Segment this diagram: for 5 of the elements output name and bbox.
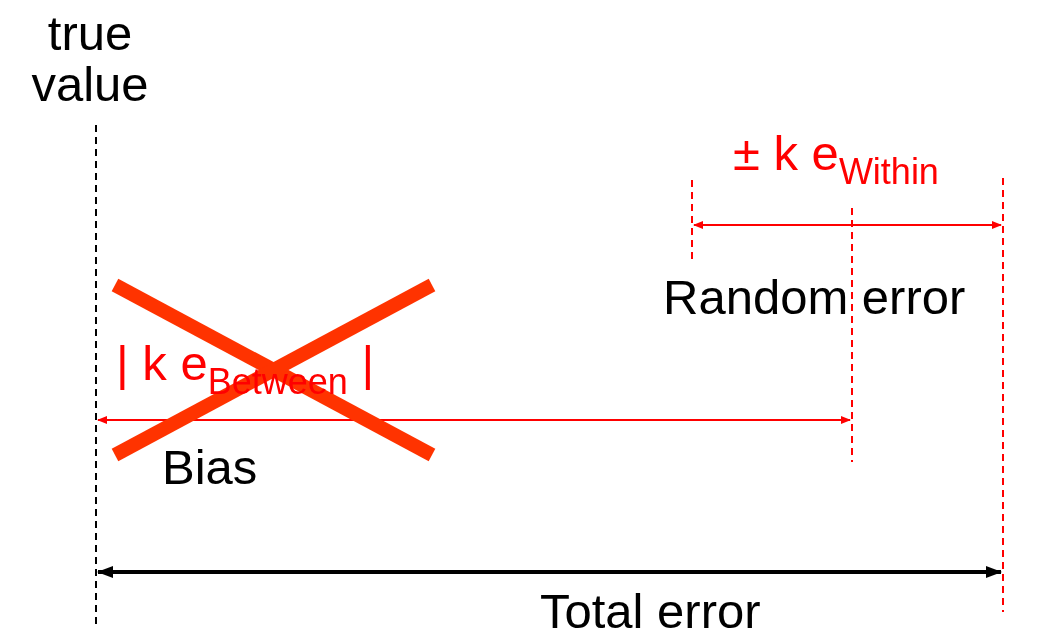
label-text: true value	[30, 8, 150, 111]
label-text: Bias	[162, 442, 258, 494]
label-text: Total error	[540, 586, 761, 638]
label-text: Random error	[663, 272, 966, 324]
label-text: ± k e$_{Within}$	[733, 128, 939, 191]
